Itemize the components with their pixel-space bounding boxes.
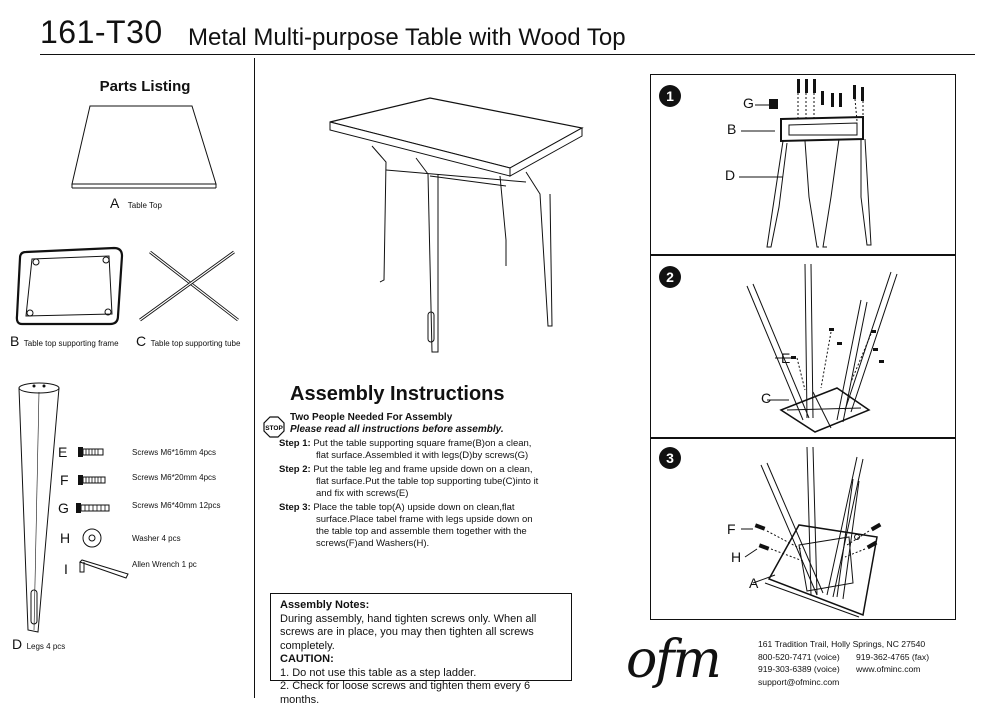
step-3: Step 3: Place the table top(A) upside do… <box>279 502 544 550</box>
header-divider <box>40 54 975 55</box>
notes-heading: Assembly Notes: <box>280 599 370 611</box>
step-text-cont: flat surface.Assembled it with legs(D)by… <box>316 450 529 461</box>
supporting-tube-illustration <box>139 250 239 322</box>
allen-wrench-icon <box>79 559 129 579</box>
part-label: Table top supporting tube <box>150 339 241 348</box>
part-letter: H <box>60 530 71 546</box>
screw-f-icon <box>78 475 106 485</box>
part-d-caption: D Legs 4 pcs <box>12 636 65 654</box>
part-letter: G <box>58 500 69 516</box>
stop-sign-icon: STOP <box>263 416 285 438</box>
step-text: Put the table leg and frame upside down … <box>313 464 533 475</box>
step3-diagram <box>741 446 882 618</box>
step-label: Step 3: <box>279 502 311 513</box>
step-2: Step 2: Put the table leg and frame upsi… <box>279 464 544 500</box>
phone-voice: 800-520-7471 (voice) <box>758 651 840 662</box>
part-letter: A <box>110 195 120 211</box>
step-text-cont: flat surface.Put the table top supportin… <box>316 476 539 499</box>
step-number-badge: 1 <box>659 85 681 107</box>
part-c-caption: C Table top supporting tube <box>136 333 240 351</box>
part-label: Table Top <box>127 201 162 210</box>
assembly-notes-box: Assembly Notes: During assembly, hand ti… <box>270 593 572 706</box>
callout-label: D <box>725 167 736 183</box>
caution-item-2: 2. Check for loose screws and tighten th… <box>280 680 531 706</box>
step-text: Put the table supporting square frame(B)… <box>313 438 532 449</box>
callout-label: C <box>761 390 772 406</box>
step-number-badge: 2 <box>659 266 681 288</box>
parts-heading: Parts Listing <box>99 78 191 95</box>
part-label: Screws M6*20mm 4pcs <box>132 473 217 482</box>
part-label: Allen Wrench 1 pc <box>132 560 197 569</box>
caution-item-1: 1. Do not use this table as a step ladde… <box>280 666 477 679</box>
website-link[interactable]: www.ofminc.com <box>856 664 921 674</box>
warning-line-2: Please read all instructions before asse… <box>290 424 504 435</box>
part-letter: F <box>60 472 69 488</box>
washer-icon <box>82 528 102 548</box>
step1-diagram <box>739 79 872 248</box>
notes-body: During assembly, hand tighten screws onl… <box>280 612 537 652</box>
phone-voice-2: 919-303-6389 (voice) <box>758 664 840 674</box>
table-top-illustration <box>71 105 217 189</box>
assembled-table-illustration <box>329 97 584 353</box>
step-label: Step 1: <box>279 438 311 449</box>
leg-illustration <box>18 382 60 633</box>
support-email[interactable]: support@ofminc.com <box>758 676 840 687</box>
step-panel-1: 1 G B D <box>650 74 956 255</box>
supporting-frame-illustration <box>15 246 124 326</box>
step-number-badge: 3 <box>659 447 681 469</box>
step-text-cont: surface.Place tabel frame with legs upsi… <box>316 514 533 549</box>
fax-number: 919-362-4765 (fax) <box>856 651 930 662</box>
part-a-caption: A Table Top <box>110 195 162 213</box>
step2-diagram <box>746 263 898 433</box>
part-letter: I <box>64 561 68 577</box>
callout-label: G <box>743 95 754 111</box>
column-divider <box>254 58 255 698</box>
caution-heading: CAUTION: <box>280 653 334 665</box>
part-label: Washer 4 pcs <box>132 534 181 543</box>
part-label: Screws M6*40mm 12pcs <box>132 501 221 510</box>
part-letter: D <box>12 636 23 652</box>
svg-text:STOP: STOP <box>265 425 283 432</box>
part-b-caption: B Table top supporting frame <box>10 333 119 351</box>
page-title: Metal Multi-purpose Table with Wood Top <box>188 24 626 51</box>
warning-line-1: Two People Needed For Assembly <box>290 412 453 423</box>
part-label: Legs 4 pcs <box>26 642 66 651</box>
company-contact: 161 Tradition Trail, Holly Springs, NC 2… <box>758 638 929 688</box>
callout-label: H <box>731 549 742 565</box>
model-number: 161-T30 <box>40 14 163 50</box>
step-label: Step 2: <box>279 464 311 475</box>
screw-e-icon <box>78 447 104 457</box>
company-address: 161 Tradition Trail, Holly Springs, NC 2… <box>758 639 926 649</box>
part-letter: C <box>136 333 147 349</box>
part-label: Table top supporting frame <box>23 339 119 348</box>
step-text: Place the table top(A) upside down on cl… <box>313 502 515 513</box>
step-panel-2: 2 E C <box>650 255 956 438</box>
step-1: Step 1: Put the table supporting square … <box>279 438 544 462</box>
ofm-logo: ofm <box>626 630 722 690</box>
step-panel-3: 3 F H A <box>650 438 956 620</box>
steps-list: Step 1: Put the table supporting square … <box>279 438 544 552</box>
part-letter: E <box>58 444 68 460</box>
part-letter: B <box>10 333 20 349</box>
instructions-title: Assembly Instructions <box>290 383 505 405</box>
screw-g-icon <box>76 503 110 513</box>
callout-label: F <box>727 521 736 537</box>
callout-label: B <box>727 121 737 137</box>
part-label: Screws M6*16mm 4pcs <box>132 448 217 457</box>
